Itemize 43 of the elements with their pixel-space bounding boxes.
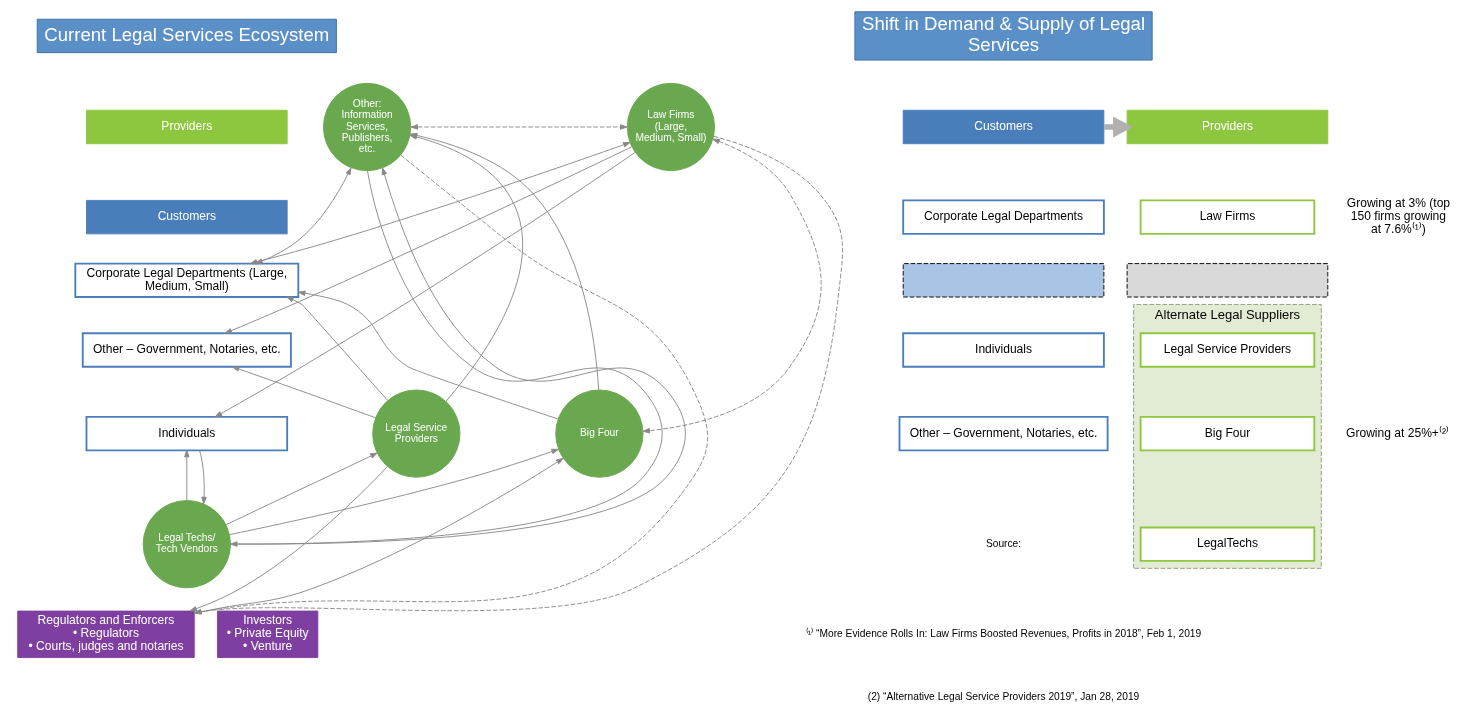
node-circle: Law Firms (Large, Medium, Small) <box>626 82 716 172</box>
arrow <box>214 151 636 418</box>
node-box: Customers <box>86 199 288 235</box>
node-box: Law Firms <box>1139 199 1316 235</box>
node-box: Shift in Demand & Supply of Legal Services <box>854 11 1153 61</box>
node-box: Big Four <box>1139 415 1316 452</box>
arrow <box>229 448 559 536</box>
node-box: Customers <box>902 109 1105 145</box>
node-box <box>1126 263 1329 298</box>
arrow <box>410 124 628 130</box>
arrow <box>184 449 190 501</box>
label: (2) “Alternative Legal Service Providers 2019”, Jan 28, 2019 <box>867 691 1140 703</box>
node-box <box>902 263 1105 298</box>
arrow <box>189 466 388 612</box>
node-box: LegalTechs <box>1139 526 1316 562</box>
node-box: Regulators and Enforcers • Regulators • Courts, judges and notaries <box>17 610 195 658</box>
node-circle: Other: Information Services, Publishers, etc. <box>322 82 412 172</box>
node-box: Investors • Private Equity • Venture <box>217 610 319 658</box>
arrow <box>642 138 822 434</box>
arrow <box>194 154 709 615</box>
arrow <box>199 449 207 505</box>
node-box: Providers <box>86 109 288 145</box>
node-box: Legal Service Providers <box>1139 332 1316 368</box>
arrow <box>298 290 559 420</box>
node-box: Corporate Legal Departments (Large, Medium, Small) <box>74 262 300 298</box>
node-box: Other – Government, Notaries, etc. <box>81 332 292 368</box>
node-box: Individuals <box>85 415 289 452</box>
arrow <box>193 457 564 614</box>
label: Source: <box>985 537 1022 549</box>
label: ⁽¹⁾ “More Evidence Rolls In: Law Firms Boosted Revenues, Profits in 2018”, Feb 1, 2019 <box>805 627 1202 639</box>
node-circle: Legal Techs/ Tech Vendors <box>142 500 231 589</box>
node-box: Providers <box>1126 109 1329 145</box>
node-circle: Legal Service Providers <box>372 389 461 478</box>
node-label: Growing at 25%+⁽²⁾ <box>1346 425 1449 440</box>
node-box: Corporate Legal Departments <box>902 199 1105 235</box>
arrow <box>231 366 376 419</box>
node-box: Individuals <box>902 332 1105 368</box>
node-box: Current Legal Services Ecosystem <box>36 18 337 54</box>
node-label: Growing at 3% (top 150 firms growing at 7.6%⁽¹⁾) <box>1346 196 1451 237</box>
arrow <box>224 146 633 334</box>
arrow <box>286 296 389 401</box>
node-box: Other – Government, Notaries, etc. <box>898 415 1109 452</box>
arrow <box>225 452 378 526</box>
